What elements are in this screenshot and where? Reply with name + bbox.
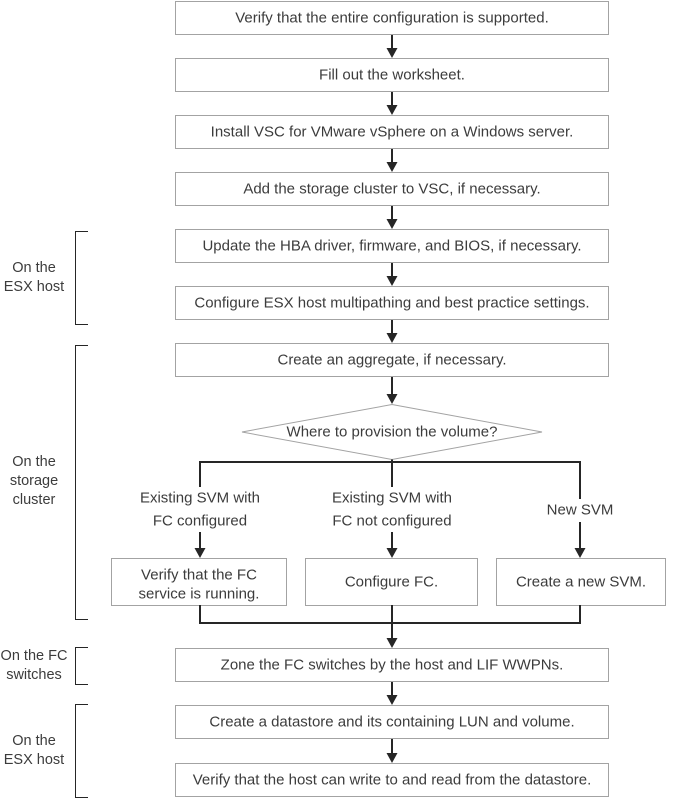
step-box xyxy=(175,1,609,35)
step-label: Configure FC. xyxy=(345,574,438,591)
step-create-aggregate: Create an aggregate, if necessary. xyxy=(175,343,609,377)
step-label: Verify that the FC xyxy=(141,567,257,584)
branch-label-line: Existing SVM with xyxy=(332,490,452,507)
step-box xyxy=(175,229,609,263)
arrow-head xyxy=(386,162,398,172)
step-add-storage-cluster: Add the storage cluster to VSC, if neces… xyxy=(175,172,609,206)
arrow-connector xyxy=(386,739,398,763)
arrow-head xyxy=(386,48,398,58)
step-label: Install VSC for VMware vSphere on a Wind… xyxy=(211,124,574,141)
arrow-head xyxy=(386,276,398,286)
side-label-line: On the xyxy=(12,454,56,470)
step-create-datastore: Create a datastore and its containing LU… xyxy=(175,705,609,739)
section-esx-host-datastore: On the ESX host xyxy=(4,704,88,798)
step-create-new-svm: Create a new SVM. xyxy=(496,558,666,606)
arrow-connector xyxy=(386,263,398,286)
arrow-head xyxy=(386,219,398,229)
step-box xyxy=(111,558,287,606)
step-label: Zone the FC switches by the host and LIF… xyxy=(221,657,564,674)
step-verify-host-read-write: Verify that the host can write to and re… xyxy=(175,763,609,797)
step-box xyxy=(175,172,609,206)
side-label-line: storage xyxy=(10,473,58,489)
decision-label: Where to provision the volume? xyxy=(287,424,498,441)
bracket-storage-cluster xyxy=(75,345,88,620)
step-box xyxy=(175,286,609,320)
arrow-connector xyxy=(386,149,398,172)
arrow-connector xyxy=(386,682,398,705)
step-label: Update the HBA driver, firmware, and BIO… xyxy=(202,238,581,255)
step-box xyxy=(175,763,609,797)
step-verify-configuration: Verify that the entire configuration is … xyxy=(175,1,609,35)
arrow-head xyxy=(386,695,398,705)
step-update-hba: Update the HBA driver, firmware, and BIO… xyxy=(175,229,609,263)
step-configure-multipathing: Configure ESX host multipathing and best… xyxy=(175,286,609,320)
branch-connectors xyxy=(199,459,581,499)
step-label: service is running. xyxy=(139,586,260,603)
step-box xyxy=(175,58,609,92)
step-zone-fc-switches: Zone the FC switches by the host and LIF… xyxy=(175,648,609,682)
arrow-connector xyxy=(386,532,398,558)
side-label-line: switches xyxy=(6,667,62,683)
step-verify-fc-service: Verify that the FC service is running. xyxy=(111,558,287,606)
merge-connectors xyxy=(199,605,581,624)
side-label-line: On the xyxy=(12,260,56,276)
bracket-esx-host xyxy=(75,704,88,798)
step-box xyxy=(175,343,609,377)
side-label-line: cluster xyxy=(13,492,56,508)
arrow-connector xyxy=(386,320,398,343)
branch-label-new-svm: New SVM xyxy=(547,502,614,519)
branch-label-line: New SVM xyxy=(547,502,614,519)
arrow-connector xyxy=(386,605,398,648)
step-box xyxy=(305,558,478,606)
decision-where-to-provision: Where to provision the volume? xyxy=(241,403,543,461)
step-box xyxy=(175,705,609,739)
arrow-head xyxy=(386,105,398,115)
step-install-vsc: Install VSC for VMware vSphere on a Wind… xyxy=(175,115,609,149)
arrow-connector xyxy=(194,532,206,558)
section-esx-host-setup: On the ESX host xyxy=(4,231,88,325)
step-box xyxy=(175,115,609,149)
branch-label-existing-svm-fc-configured: Existing SVM with FC configured xyxy=(140,490,260,530)
step-label: Fill out the worksheet. xyxy=(319,67,465,84)
arrow-head xyxy=(386,333,398,343)
side-label-line: ESX host xyxy=(4,279,64,295)
branch-label-existing-svm-fc-not-configured: Existing SVM with FC not configured xyxy=(332,490,452,530)
arrow-connector xyxy=(386,35,398,58)
step-label: Add the storage cluster to VSC, if neces… xyxy=(243,181,540,198)
arrow-head xyxy=(386,753,398,763)
side-label-line: On the FC xyxy=(1,648,68,664)
arrow-connector xyxy=(386,92,398,115)
step-fill-worksheet: Fill out the worksheet. xyxy=(175,58,609,92)
side-label-line: ESX host xyxy=(4,752,64,768)
step-label: Create a new SVM. xyxy=(516,574,646,591)
branch-label-line: FC not configured xyxy=(332,513,451,530)
step-label: Verify that the entire configuration is … xyxy=(235,10,549,27)
section-fc-switches: On the FC switches xyxy=(1,647,88,685)
arrow-head xyxy=(194,548,206,558)
step-label: Verify that the host can write to and re… xyxy=(193,772,592,789)
bracket-fc-switches xyxy=(75,647,88,685)
arrow-head xyxy=(386,548,398,558)
step-box xyxy=(496,558,666,606)
bracket-esx-host xyxy=(75,231,88,325)
step-label: Create an aggregate, if necessary. xyxy=(277,352,506,369)
step-configure-fc: Configure FC. xyxy=(305,558,478,606)
arrow-head xyxy=(574,548,586,558)
side-label-line: On the xyxy=(12,733,56,749)
section-storage-cluster: On the storage cluster xyxy=(10,345,88,620)
step-label: Create a datastore and its containing LU… xyxy=(209,714,574,731)
step-box xyxy=(175,648,609,682)
arrow-head xyxy=(386,394,398,404)
branch-label-line: Existing SVM with xyxy=(140,490,260,507)
arrow-connector xyxy=(386,206,398,229)
step-label: Configure ESX host multipathing and best… xyxy=(194,295,589,312)
arrow-head xyxy=(386,638,398,648)
arrow-connector xyxy=(574,522,586,558)
branch-label-line: FC configured xyxy=(153,513,247,530)
arrow-connector xyxy=(386,377,398,404)
